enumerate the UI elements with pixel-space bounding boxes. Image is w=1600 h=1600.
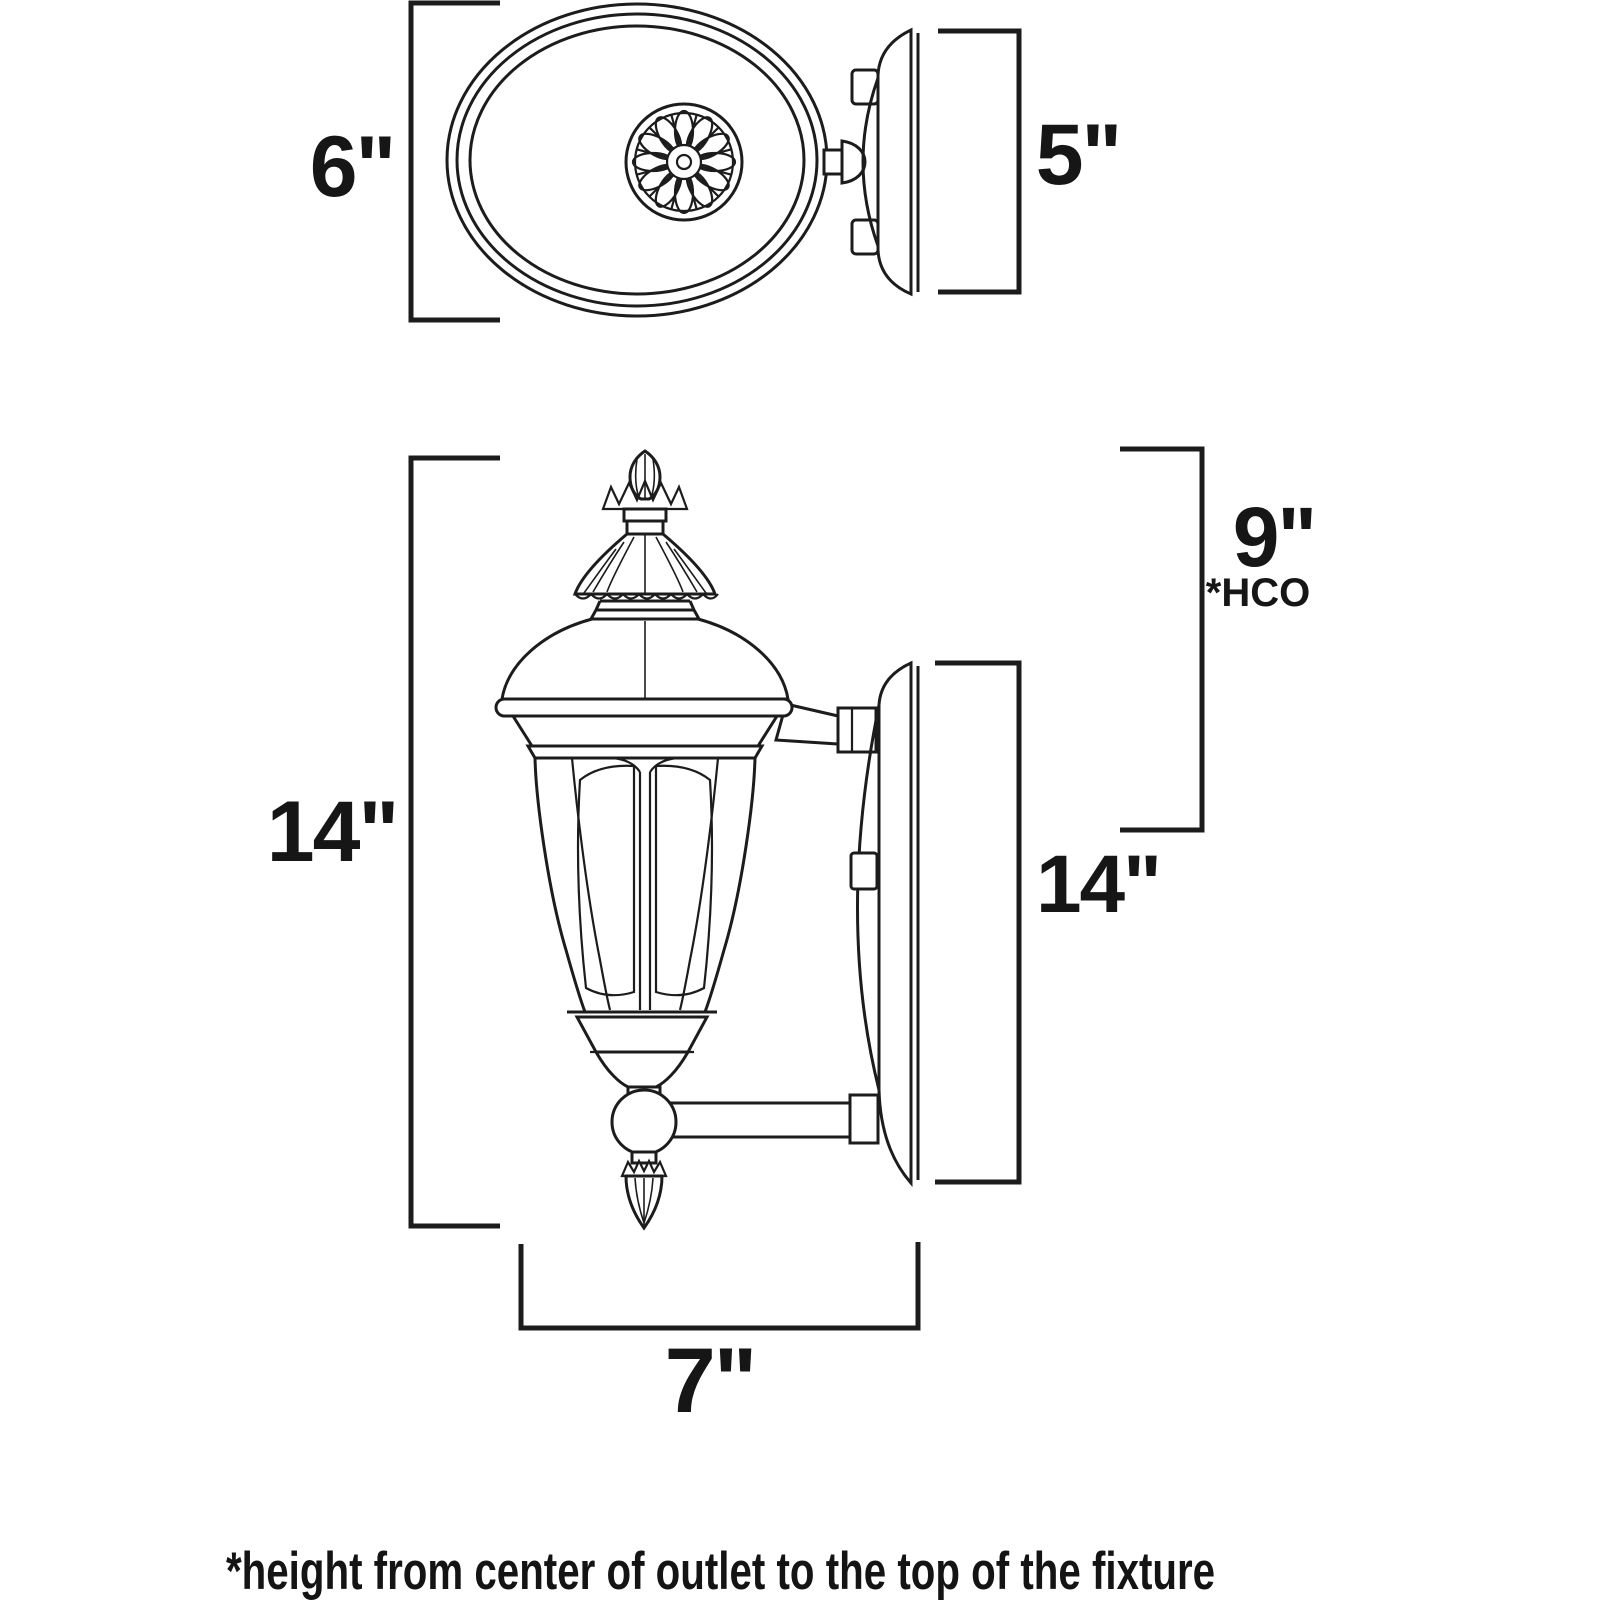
band-lip	[525, 744, 765, 760]
backplate-dome-arc	[856, 704, 881, 1091]
canopy-top-outline	[445, 2, 829, 318]
roof-rim	[494, 697, 794, 718]
lantern-side-drawing	[494, 449, 920, 1231]
bottom-finial	[620, 1150, 668, 1231]
rosette-spokes	[636, 114, 732, 210]
lower-filigree-band	[567, 1010, 717, 1054]
dimension-bracket-top-depth: 5"	[938, 28, 1122, 295]
bracket-line	[518, 1242, 921, 1331]
base-ball	[610, 1088, 678, 1156]
rosette-medallion	[624, 102, 744, 222]
top-finial	[601, 449, 689, 536]
glass-panel-right	[654, 764, 714, 997]
finial-bell	[572, 532, 719, 600]
bracket-line	[938, 28, 1022, 295]
mount-knob-top	[822, 139, 867, 185]
dimension-bracket-backplate-height: 14"	[935, 660, 1162, 1185]
dimension-bracket-top-width: 6"	[310, 0, 500, 323]
top-view: 6"	[310, 0, 1122, 323]
bracket-line	[408, 0, 500, 323]
bracket-line	[935, 660, 1022, 1185]
upper-strut	[774, 702, 878, 754]
neck-discs	[589, 599, 701, 621]
dome-roof	[494, 617, 794, 718]
overall-height-value: 14"	[267, 784, 397, 880]
dimension-bracket-width: 7"	[518, 1242, 921, 1432]
side-view: 14" 9" *HCO 14" 7"	[267, 446, 1317, 1432]
backplate-scroll-rim	[877, 660, 913, 1187]
backplate-height-value: 14"	[1036, 839, 1160, 930]
backplate-dome-arc	[861, 77, 880, 247]
hco-height-value: 9"	[1233, 490, 1316, 584]
backplate-scroll-rim	[876, 27, 913, 297]
bracket-line	[408, 455, 500, 1229]
footnote-text: *height from center of outlet to the top…	[226, 1542, 1216, 1600]
dimension-bracket-overall-height: 14"	[267, 455, 500, 1229]
center-mullion	[611, 756, 679, 1010]
top-depth-value: 5"	[1036, 107, 1121, 203]
top-width-value: 6"	[310, 119, 395, 215]
rosette-petals	[631, 109, 737, 215]
width-value: 7"	[665, 1330, 756, 1432]
dimension-bracket-hco: 9" *HCO	[1120, 446, 1317, 833]
glass-body	[533, 756, 757, 1013]
support-arm	[664, 1093, 880, 1145]
outlet-box	[849, 851, 879, 891]
hco-note-label: *HCO	[1206, 571, 1310, 615]
bracket-line	[1120, 446, 1205, 833]
glass-panel-left	[576, 764, 636, 997]
upper-filigree-band	[510, 714, 780, 760]
backplate-top-view	[850, 27, 920, 297]
backplate-side-view	[849, 660, 920, 1187]
